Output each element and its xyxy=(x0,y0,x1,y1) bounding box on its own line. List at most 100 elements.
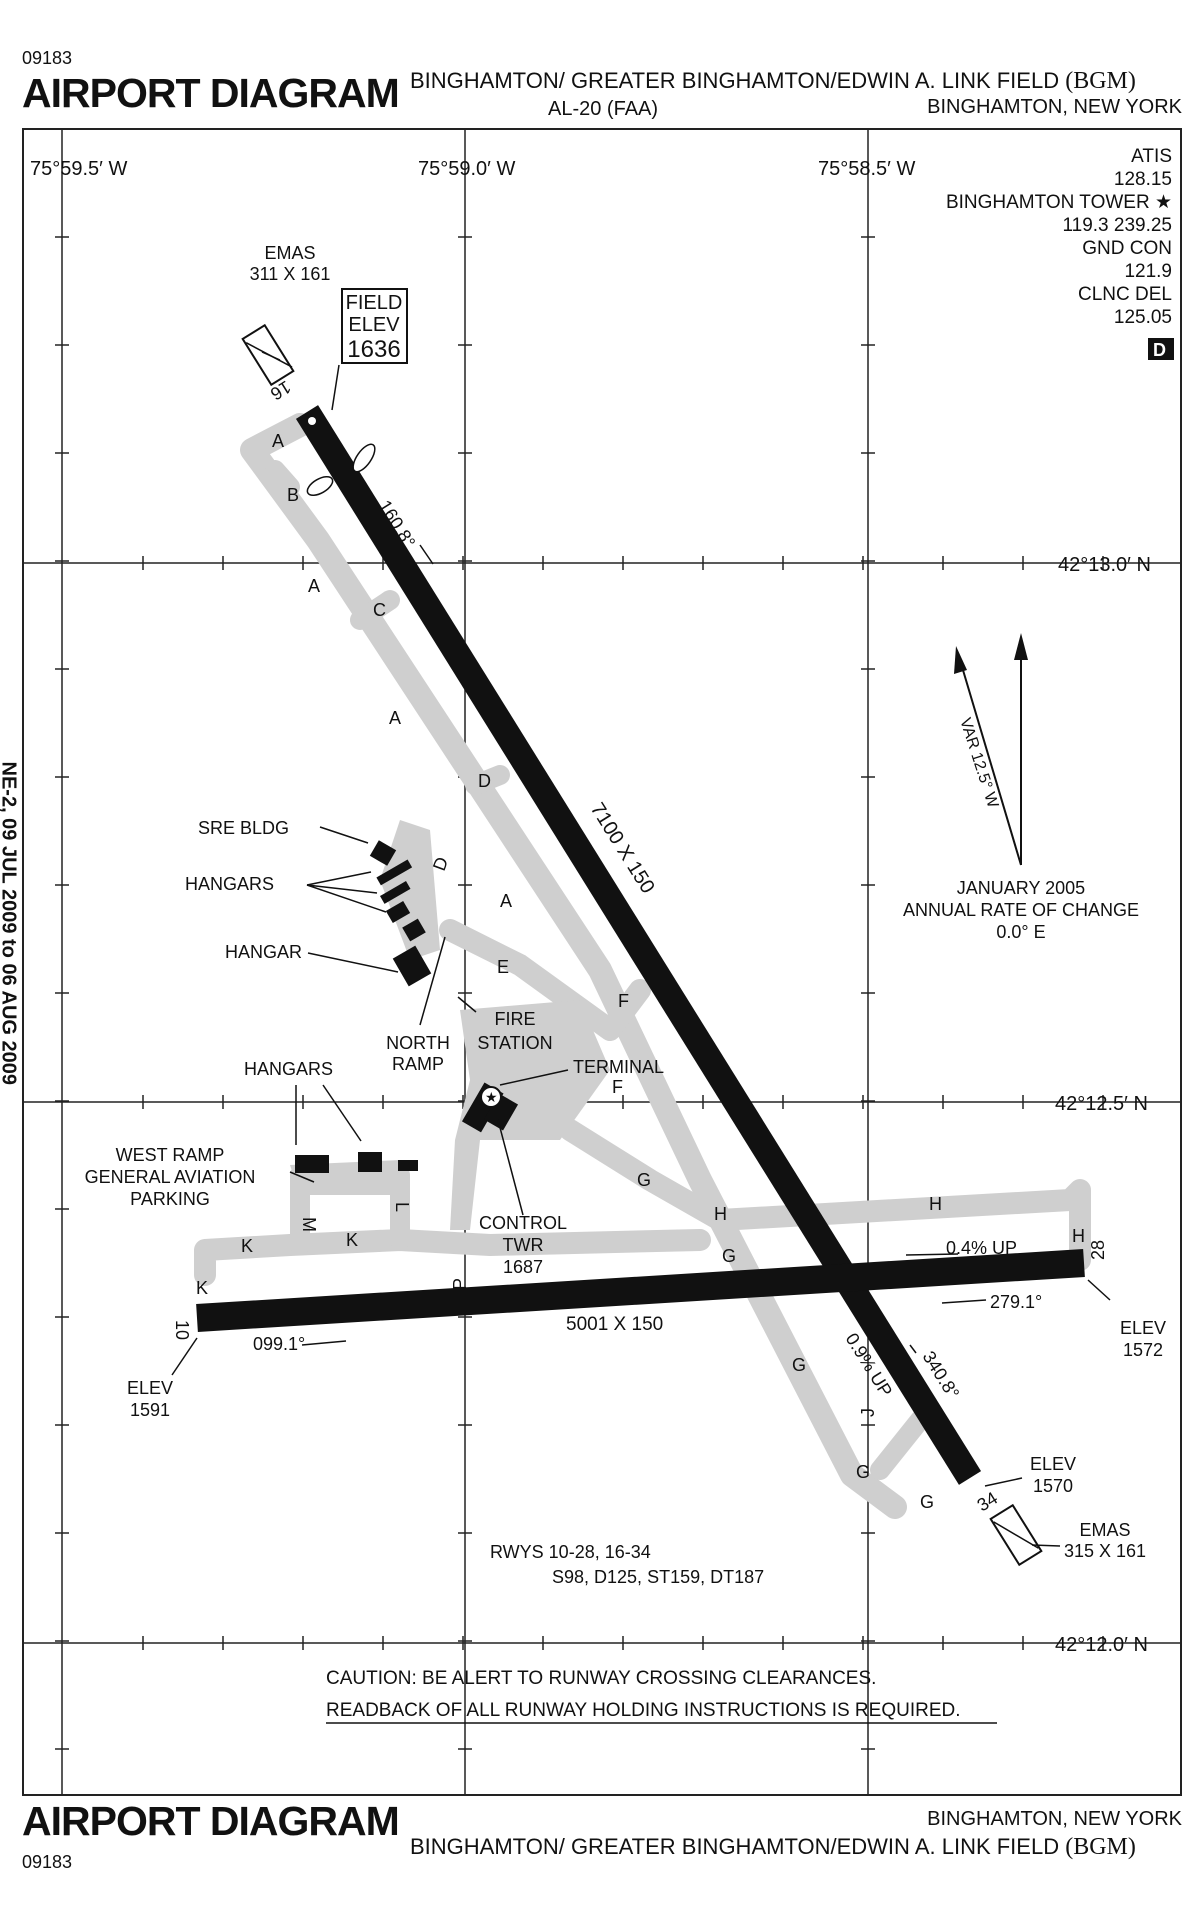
facility-labels: SRE BLDG HANGARS HANGAR NORTH RAMP FIRE … xyxy=(85,818,664,1277)
rwy10-elev-label: ELEV xyxy=(127,1378,173,1398)
fire-station-label-1: FIRE xyxy=(494,1009,535,1029)
hangars-label-north: HANGARS xyxy=(185,874,274,894)
footer-airport-name-text: BINGHAMTON/ GREATER BINGHAMTON/EDWIN A. … xyxy=(410,1834,1060,1859)
hangar-1 xyxy=(376,859,413,886)
twy-label-g3: G xyxy=(792,1355,806,1375)
freq-tower: 119.3 239.25 xyxy=(1062,215,1172,236)
twy-label-m: M xyxy=(299,1217,319,1232)
terminal-apron xyxy=(450,1000,610,1230)
west-hangar-1 xyxy=(295,1155,329,1173)
west-hangar-3 xyxy=(398,1160,418,1171)
west-ramp-label-2: GENERAL AVIATION xyxy=(85,1167,256,1187)
taxiway-j xyxy=(870,1410,930,1480)
field-elev-line2: ELEV xyxy=(348,314,400,336)
control-twr-label-3: 1687 xyxy=(503,1257,543,1277)
magvar-rate: 0.0° E xyxy=(996,922,1045,942)
procedure-number: AL-20 (FAA) xyxy=(548,98,659,120)
twy-label-d1: D xyxy=(478,771,491,791)
lon-label-2: 75°59.0′ W xyxy=(418,158,515,180)
taxiway-c-connector xyxy=(350,590,400,630)
twy-label-b: B xyxy=(287,485,299,505)
tower-star-icon: ★ xyxy=(485,1089,498,1105)
lon-label-3: 75°58.5′ W xyxy=(818,158,915,180)
magvar-label: VAR 12.5° W xyxy=(956,716,1001,811)
airport-name-text: BINGHAMTON/ GREATER BINGHAMTON/EDWIN A. … xyxy=(410,68,1060,93)
taxiway-g-h xyxy=(559,1119,1091,1271)
buildings xyxy=(295,840,519,1173)
twy-label-f2: F xyxy=(612,1077,623,1097)
d-badge: D xyxy=(1153,340,1166,360)
control-tower-icon xyxy=(480,1086,502,1108)
emas-north-label: EMAS xyxy=(264,243,315,263)
rwy34-elev-label: ELEV xyxy=(1030,1454,1076,1474)
frequency-block: ATIS 128.15 BINGHAMTON TOWER ★ 119.3 239… xyxy=(946,146,1172,328)
twy-label-k1: K xyxy=(241,1236,253,1256)
twy-label-h2: H xyxy=(929,1194,942,1214)
control-twr-label-2: TWR xyxy=(503,1235,544,1255)
twy-label-k2: K xyxy=(346,1230,358,1250)
freq-gnd: 121.9 xyxy=(1124,261,1172,282)
magnetic-variation-arrows xyxy=(954,633,1028,866)
diagram-frame xyxy=(22,128,1182,1796)
twy-label-h1: H xyxy=(714,1204,727,1224)
emas-south-label: EMAS xyxy=(1079,1520,1130,1540)
pond-1 xyxy=(352,443,376,473)
twy-label-l: L xyxy=(392,1202,412,1212)
footer-airport-name: BINGHAMTON/ GREATER BINGHAMTON/EDWIN A. … xyxy=(410,1834,1136,1861)
hangar-label: HANGAR xyxy=(225,942,302,962)
taxiway-d-connector xyxy=(465,765,510,795)
page-title: AIRPORT DIAGRAM xyxy=(22,70,400,116)
hangar-2 xyxy=(380,881,411,904)
magvar-rate-label: ANNUAL RATE OF CHANGE xyxy=(903,900,1139,920)
freq-atis-label: ATIS xyxy=(1131,146,1172,167)
rwys-info-line1: RWYS 10-28, 16-34 xyxy=(490,1542,651,1562)
field-elev-line1: FIELD xyxy=(346,292,403,314)
twy-label-a2: A xyxy=(308,576,320,596)
twy-label-g2: G xyxy=(722,1246,736,1266)
hangar-3 xyxy=(385,900,411,924)
hangars-label-west: HANGARS xyxy=(244,1059,333,1079)
control-twr-label-1: CONTROL xyxy=(479,1213,567,1233)
rwy10-elev-value: 1591 xyxy=(130,1400,170,1420)
rwy10-28-dims: 5001 X 150 xyxy=(566,1314,663,1335)
footer-chart-number: 09183 xyxy=(22,1852,73,1872)
heading-arrows xyxy=(301,544,987,1354)
airport-name: BINGHAMTON/ GREATER BINGHAMTON/EDWIN A. … xyxy=(410,68,1136,95)
rwy28-elev-value: 1572 xyxy=(1123,1340,1163,1360)
taxiway-parallel-a xyxy=(240,413,907,1519)
sre-bldg xyxy=(369,840,397,866)
rwys-info-line2: S98, D125, ST159, DT187 xyxy=(552,1567,764,1587)
caution-line2: READBACK OF ALL RUNWAY HOLDING INSTRUCTI… xyxy=(326,1700,961,1721)
twy-label-a4: A xyxy=(500,891,512,911)
emas-north-block xyxy=(241,323,295,387)
rwy28-elev-label: ELEV xyxy=(1120,1318,1166,1338)
field-elev-box xyxy=(341,288,408,364)
lat-label-1: 42°13.0′ N xyxy=(1058,554,1151,576)
emas-south-dims: 315 X 161 xyxy=(1064,1541,1146,1561)
rwy34-end-number: 34 xyxy=(974,1488,1002,1516)
magvar-date: JANUARY 2005 xyxy=(957,878,1085,898)
freq-gnd-label: GND CON xyxy=(1082,238,1172,259)
rwy28-end-number: 28 xyxy=(1088,1240,1108,1260)
twy-label-a1: A xyxy=(272,431,284,451)
lon-label-1: 75°59.5′ W xyxy=(30,158,127,180)
pond-2 xyxy=(306,475,334,497)
runway-10-28 xyxy=(196,1249,1085,1332)
west-hangar-2 xyxy=(358,1152,382,1172)
lat-label-3: 42°12.0′ N xyxy=(1055,1634,1148,1656)
footer-location: BINGHAMTON, NEW YORK xyxy=(927,1808,1182,1830)
taxiways xyxy=(194,413,1091,1519)
taxiway-k xyxy=(194,1229,711,1286)
freq-clnc: 125.05 xyxy=(1114,307,1172,328)
terminal-label: TERMINAL xyxy=(573,1057,664,1077)
hangar-4 xyxy=(402,918,426,942)
west-ramp-label-1: WEST RAMP xyxy=(116,1145,225,1165)
emas-north-dims: 311 X 161 xyxy=(250,264,331,284)
field-elev-value: 1636 xyxy=(347,336,400,363)
rwy28-heading: 279.1° xyxy=(990,1292,1042,1312)
rwy34-elev-value: 1570 xyxy=(1033,1476,1073,1496)
taxiway-b-connector xyxy=(265,460,300,497)
caution-line1: CAUTION: BE ALERT TO RUNWAY CROSSING CLE… xyxy=(326,1668,876,1689)
twy-label-a3: A xyxy=(389,708,401,728)
footer-airport-id: (BGM) xyxy=(1065,1834,1136,1860)
